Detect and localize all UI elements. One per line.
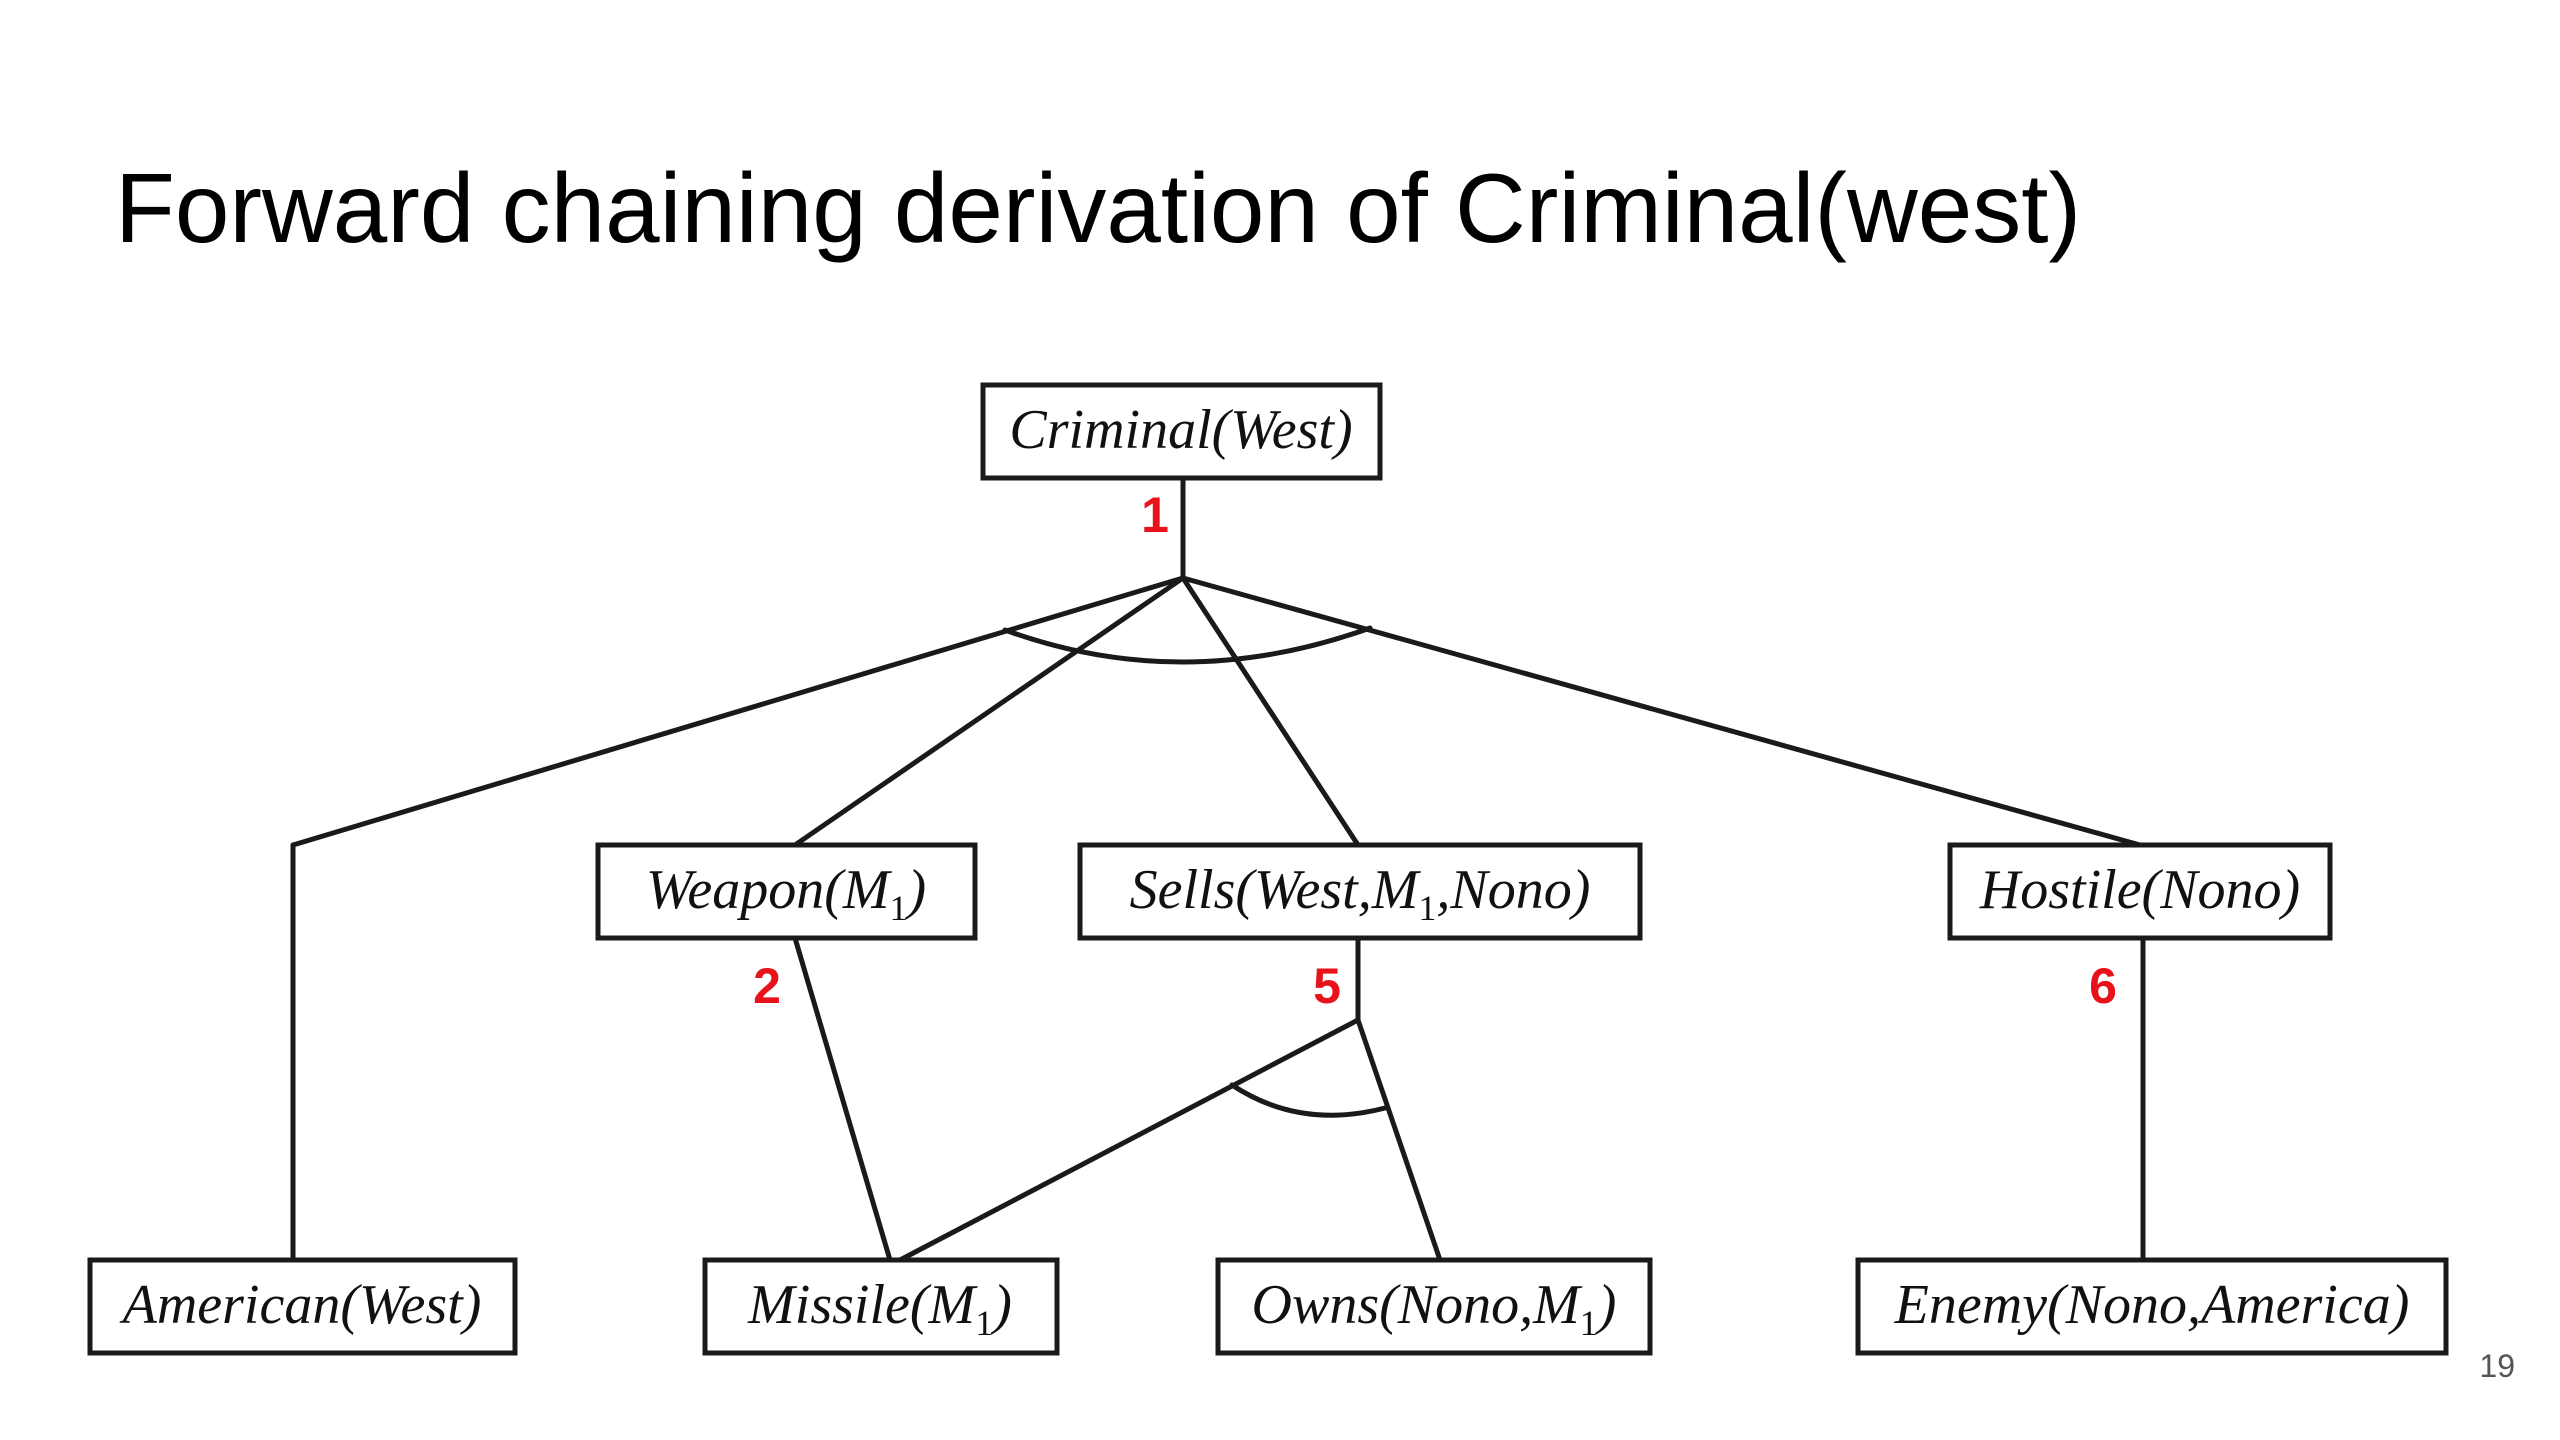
page-number: 19 [2479,1348,2515,1384]
node-hostile-label: Hostile(Nono) [1979,859,2300,921]
edge-weapon-missile [792,935,893,1263]
slide-title: Forward chaining derivation of Criminal(… [115,153,2082,263]
node-criminal-west: Criminal(West) [980,382,1383,481]
step-label-2: 2 [753,958,781,1014]
step-label-1: 1 [1141,487,1169,543]
node-missile: Missile(M1) [702,1257,1060,1356]
node-weapon-label: Weapon(M1) [646,859,926,928]
edges-lower [792,935,2146,1263]
edge-junction-weapon [792,575,1186,848]
node-weapon: Weapon(M1) [595,842,978,941]
node-american-west: American(West) [87,1257,518,1356]
node-criminal-label: Criminal(West) [1009,399,1352,461]
node-owns-label: Owns(Nono,M1) [1252,1274,1617,1343]
node-hostile: Hostile(Nono) [1947,842,2333,941]
edge-sells-missile [897,1017,1361,1263]
step-label-5: 5 [1313,958,1341,1014]
edge-junction-american [290,575,1186,848]
node-owns: Owns(Nono,M1) [1215,1257,1653,1356]
node-enemy-label: Enemy(Nono,America) [1894,1274,2410,1336]
node-sells-label: Sells(West,M1,Nono) [1130,859,1591,928]
edges-criminal [290,475,2143,1263]
edge-junction-hostile [1180,575,2143,848]
and-arc-sells [1229,1082,1388,1118]
node-sells: Sells(West,M1,Nono) [1077,842,1643,941]
edge-junction-sells [1180,575,1361,848]
node-american-label: American(West) [119,1274,482,1336]
step-label-6: 6 [2089,958,2117,1014]
node-missile-label: Missile(M1) [747,1274,1012,1343]
node-enemy: Enemy(Nono,America) [1855,1257,2449,1356]
edge-sells-owns [1355,1017,1443,1263]
and-arc-criminal [1002,625,1373,665]
